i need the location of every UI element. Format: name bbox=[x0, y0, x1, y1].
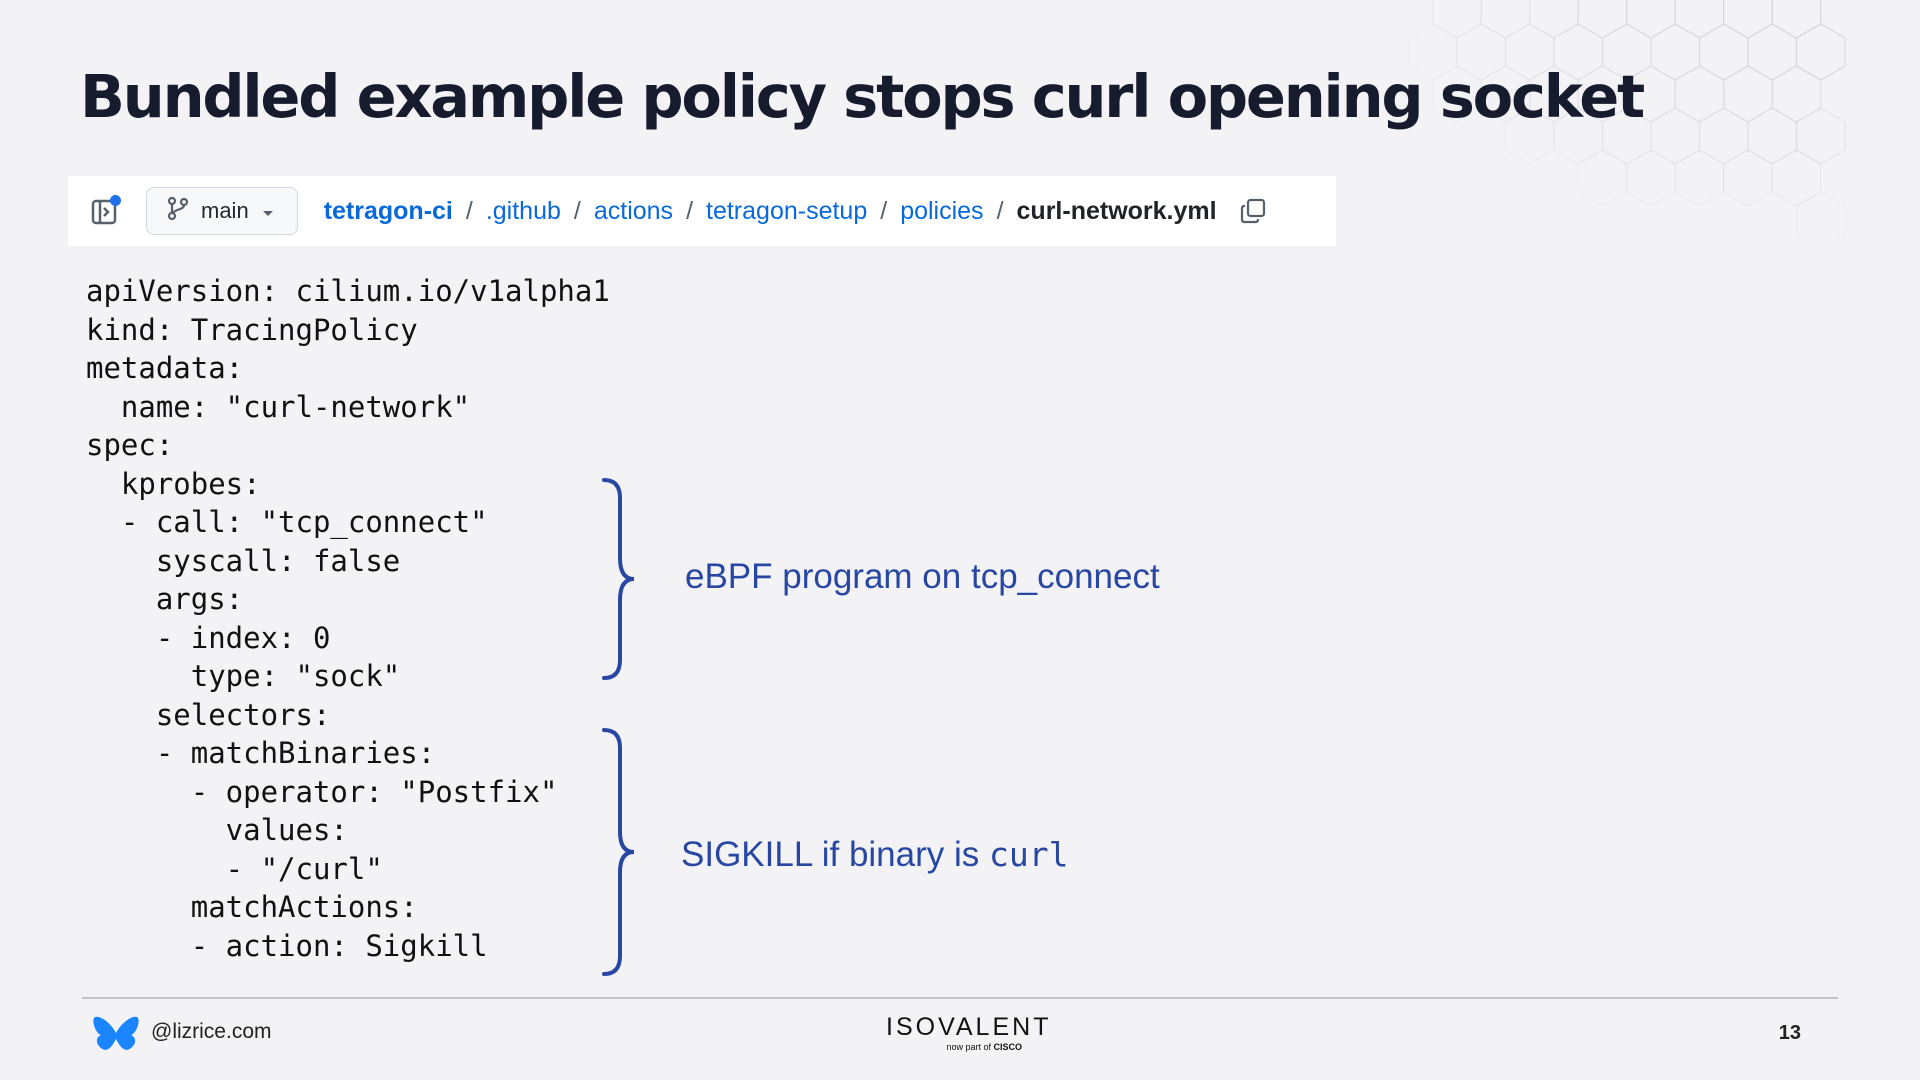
bluesky-butterfly-icon bbox=[93, 1016, 139, 1050]
branch-selector-button[interactable]: main bbox=[146, 187, 298, 235]
hexagon-shape bbox=[1723, 0, 1773, 39]
brand-subtitle: now part of CISCO bbox=[886, 1042, 1032, 1052]
hexagon-shape bbox=[1577, 65, 1628, 123]
social-handle: @lizrice.com bbox=[151, 1020, 272, 1043]
breadcrumb-separator: / bbox=[573, 196, 581, 225]
hexagon-shape bbox=[1698, 107, 1749, 165]
curly-brace-lower bbox=[602, 728, 635, 976]
hexagon-shape bbox=[1674, 0, 1725, 39]
brand-sub-cisco: CISCO bbox=[993, 1042, 1022, 1052]
hexagon-pattern bbox=[1407, 0, 1846, 240]
hexagon-shape bbox=[1795, 191, 1846, 240]
hexagon-shape bbox=[1432, 65, 1482, 123]
breadcrumb-policies-link[interactable]: policies bbox=[900, 196, 984, 225]
annotation-sigkill: SIGKILL if binary is curl bbox=[681, 835, 1068, 875]
breadcrumb-current-file: curl-network.yml bbox=[1016, 196, 1217, 225]
hexagon-shape bbox=[1650, 23, 1701, 81]
branch-name: main bbox=[201, 198, 249, 223]
slide-title: Bundled example policy stops curl openin… bbox=[80, 62, 1645, 131]
hexagon-shape bbox=[1795, 107, 1846, 165]
github-file-header: main tetragon-ci / .github / actions / t… bbox=[68, 176, 1336, 246]
hexagon-shape bbox=[1771, 149, 1822, 207]
hexagon-shape bbox=[1577, 149, 1628, 207]
curly-brace-upper bbox=[602, 478, 635, 680]
hexagon-shape bbox=[1480, 65, 1531, 123]
breadcrumb-separator: / bbox=[880, 196, 888, 225]
breadcrumb-tetragon-setup-link[interactable]: tetragon-setup bbox=[706, 196, 868, 225]
brand-name: ISOVALENT bbox=[886, 1013, 1052, 1041]
hexagon-shape bbox=[1432, 0, 1482, 39]
breadcrumb-github-link[interactable]: .github bbox=[485, 196, 561, 225]
breadcrumb-repo-link[interactable]: tetragon-ci bbox=[323, 196, 453, 225]
hexagon-shape bbox=[1529, 65, 1579, 123]
sidebar-panel-icon[interactable] bbox=[90, 195, 122, 227]
hexagon-shape bbox=[1529, 0, 1579, 39]
annotation-ebpf-program: eBPF program on tcp_connect bbox=[685, 557, 1160, 596]
hexagon-shape bbox=[1650, 107, 1701, 165]
policy-yaml-code: apiVersion: cilium.io/v1alpha1 kind: Tra… bbox=[86, 274, 610, 963]
hexagon-shape bbox=[1723, 149, 1773, 207]
hexagon-shape bbox=[1723, 65, 1773, 123]
hexagon-shape bbox=[1480, 0, 1531, 39]
hexagon-shape bbox=[1747, 23, 1798, 81]
isovalent-logo: ISOVALENT now part of CISCO bbox=[886, 1013, 1052, 1052]
hexagon-shape bbox=[1553, 107, 1604, 165]
breadcrumb-actions-link[interactable]: actions bbox=[593, 196, 674, 225]
hexagon-shape bbox=[1601, 107, 1652, 165]
breadcrumb-separator: / bbox=[996, 196, 1004, 225]
hexagon-shape bbox=[1626, 149, 1676, 207]
hexagon-shape bbox=[1674, 149, 1725, 207]
hexagon-shape bbox=[1577, 0, 1628, 39]
notification-dot bbox=[110, 195, 121, 206]
git-branch-icon bbox=[167, 196, 189, 226]
hexagon-shape bbox=[1456, 23, 1507, 81]
hexagon-shape bbox=[1626, 0, 1676, 39]
brand-sub-prefix: now part of bbox=[946, 1042, 994, 1052]
annotation-sigkill-text: SIGKILL if binary is bbox=[681, 835, 989, 874]
breadcrumb-separator: / bbox=[686, 196, 694, 225]
hexagon-shape bbox=[1407, 23, 1458, 81]
page-number: 13 bbox=[1778, 1022, 1801, 1044]
hexagon-shape bbox=[1698, 23, 1749, 81]
hexagon-shape bbox=[1504, 23, 1555, 81]
hexagon-shape bbox=[1795, 23, 1846, 81]
breadcrumb-separator: / bbox=[465, 196, 473, 225]
hexagon-shape bbox=[1504, 107, 1555, 165]
annotation-sigkill-code: curl bbox=[989, 835, 1069, 874]
breadcrumb: tetragon-ci / .github / actions / tetrag… bbox=[324, 197, 1217, 226]
hexagon-shape bbox=[1771, 0, 1822, 39]
caret-down-icon bbox=[261, 198, 275, 224]
hexagon-shape bbox=[1747, 107, 1798, 165]
hexagon-shape bbox=[1674, 65, 1725, 123]
hexagon-shape bbox=[1771, 65, 1822, 123]
footer-divider bbox=[82, 997, 1838, 999]
copy-icon[interactable] bbox=[1239, 197, 1267, 225]
